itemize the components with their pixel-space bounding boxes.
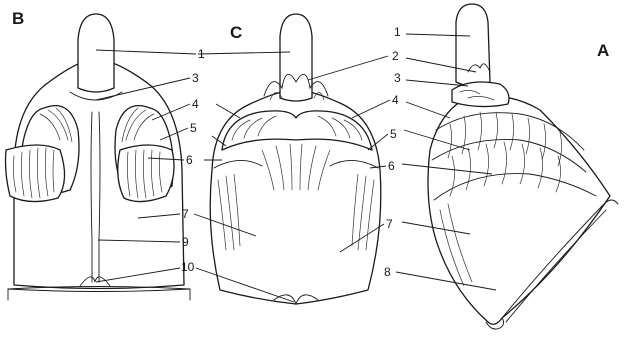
panel-c-label-1: 1 — [198, 47, 205, 61]
panel-b-label-6: 6 — [186, 153, 193, 167]
panel-c-label-6: 6 — [388, 159, 395, 173]
panel-b-label-3: 3 — [192, 71, 199, 85]
panel-a-label-8: 8 — [384, 265, 391, 279]
panel-b-apex — [78, 14, 114, 92]
panel-a-label-3: 3 — [394, 71, 401, 85]
panel-b-label-10: 10 — [181, 260, 195, 274]
panel-c-letter: C — [230, 23, 242, 42]
panel-a-body — [428, 95, 610, 324]
panel-c-apex — [280, 14, 312, 101]
panel-b-letter: B — [12, 9, 24, 28]
panel-c-label-2: 2 — [392, 49, 399, 63]
panel-c: C 1 2 4 5 6 7 — [194, 14, 399, 304]
panel-c-label-5: 5 — [390, 127, 397, 141]
panel-a: A 1 3 8 — [384, 4, 618, 329]
panel-b-label-4: 4 — [192, 97, 199, 111]
panel-b-label-9: 9 — [182, 235, 189, 249]
panel-a-letter: A — [597, 41, 609, 60]
panel-b-label-7: 7 — [182, 207, 189, 221]
panel-a-apex — [456, 4, 490, 86]
panel-c-label-4: 4 — [392, 93, 399, 107]
panel-a-label-1: 1 — [394, 25, 401, 39]
panel-b: B 1 3 4 5 6 7 9 — [6, 9, 206, 300]
panel-c-label-7: 7 — [386, 217, 393, 231]
panel-b-label-5: 5 — [190, 121, 197, 135]
